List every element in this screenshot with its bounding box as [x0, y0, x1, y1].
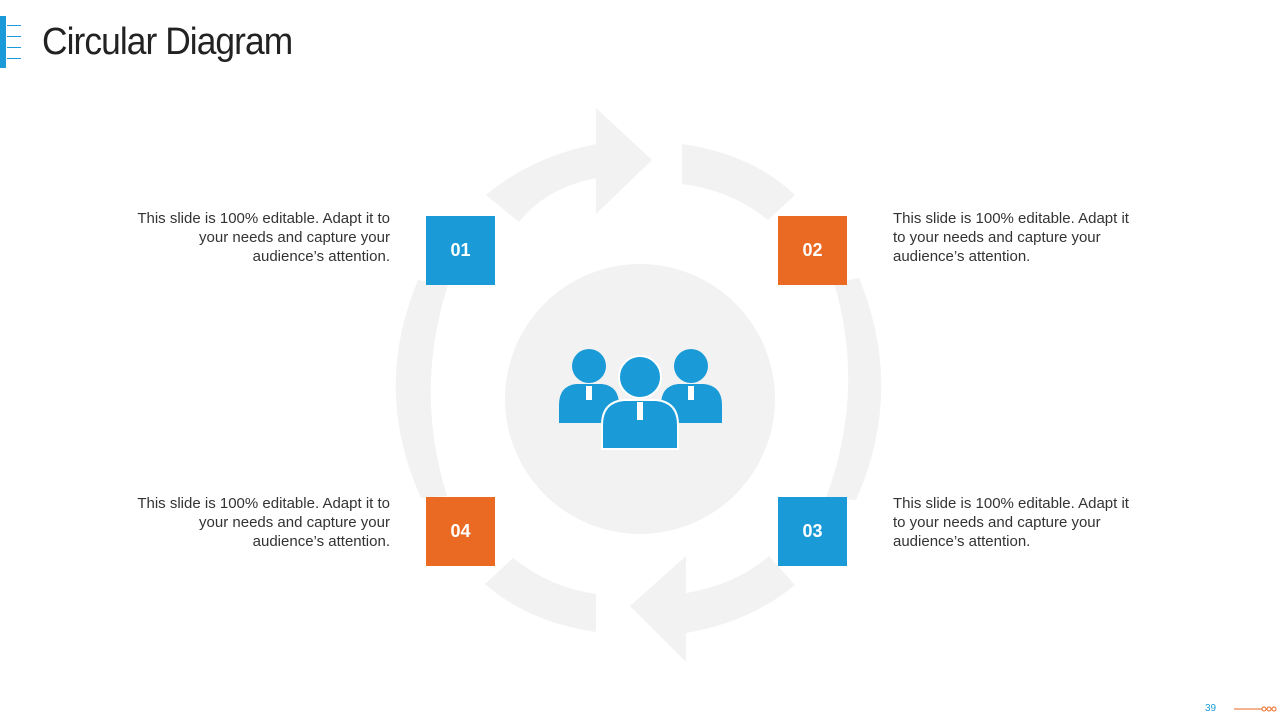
cycle-segment-top-right: [682, 144, 795, 220]
page-number: 39: [1205, 703, 1217, 714]
cycle-segment-right: [826, 278, 882, 500]
step-badge-04: 04: [426, 497, 495, 566]
step-badge-01: 01: [426, 216, 495, 285]
step-badge-02: 02: [778, 216, 847, 285]
step-badge-03: 03: [778, 497, 847, 566]
cycle-ring: [395, 108, 882, 662]
step-text-03: This slide is 100% editable. Adapt it to…: [893, 495, 1129, 550]
footer-line-icon: [1234, 706, 1277, 712]
header-accent: [0, 16, 22, 68]
step-text-02: This slide is 100% editable. Adapt it to…: [893, 210, 1129, 265]
step-text-01: This slide is 100% editable. Adapt it to…: [137, 210, 390, 265]
slide-title: Circular Diagram: [42, 21, 293, 63]
team-icon: [559, 349, 722, 450]
cycle-segment-bottom-left: [485, 558, 596, 632]
cycle-segment-left: [395, 280, 448, 498]
step-text-04: This slide is 100% editable. Adapt it to…: [137, 495, 390, 550]
cycle-arrow-bottom: [630, 556, 795, 662]
cycle-arrow-top: [486, 108, 652, 222]
